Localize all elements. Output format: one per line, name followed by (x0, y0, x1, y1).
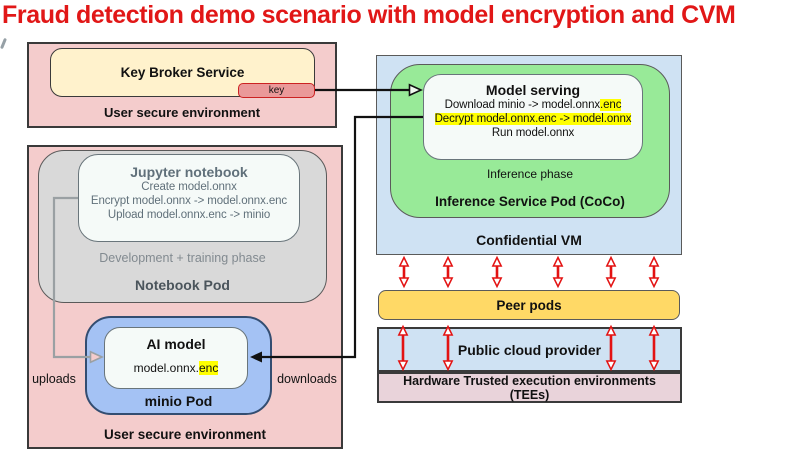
key-badge: key (238, 83, 315, 98)
jupyter-step-2: Encrypt model.onnx -> model.onnx.enc (90, 195, 288, 207)
key-badge-label: key (268, 85, 285, 96)
key-broker-service-label: Key Broker Service (120, 65, 245, 80)
decrypt-highlight: Decrypt model.onnx.enc -> model.onnx (434, 113, 632, 125)
user-secure-env-top-label: User secure environment (103, 104, 261, 120)
tees-label-line1: Hardware Trusted execution environments (403, 373, 656, 388)
dev-training-phase-label: Development + training phase (99, 250, 266, 265)
minio-pod-label: minio Pod (144, 392, 213, 409)
model-serving-box: Model serving Download minio -> model.on… (423, 74, 643, 160)
serving-step-1: Download minio -> model.onnx.enc (444, 99, 622, 111)
ai-model-file: model.onnx.enc (133, 361, 219, 375)
jupyter-step-3: Upload model.onnx.enc -> minio (107, 209, 271, 221)
ai-model-box: AI model model.onnx.enc (104, 327, 248, 389)
page-title: Fraud detection demo scenario with model… (2, 1, 736, 29)
ai-model-title: AI model (146, 336, 206, 352)
notebook-pod-label: Notebook Pod (135, 276, 230, 293)
uploads-label: uploads (32, 371, 76, 386)
serving-step-2: Decrypt model.onnx.enc -> model.onnx (424, 112, 642, 126)
peer-pods-box: Peer pods (378, 290, 680, 320)
tees-label-line2: (TEEs) (509, 387, 550, 402)
enc-highlight: enc (199, 361, 219, 375)
cursor-artifact (0, 37, 7, 50)
jupyter-notebook-box: Jupyter notebook Create model.onnx Encry… (78, 154, 300, 242)
jupyter-notebook-title: Jupyter notebook (130, 164, 248, 180)
jupyter-step-1: Create model.onnx (141, 181, 237, 193)
public-cloud-provider-box: Public cloud provider (377, 327, 682, 372)
serving-step-3: Run model.onnx (491, 127, 575, 139)
user-secure-env-main-label: User secure environment (103, 426, 267, 442)
inference-phase-label: Inference phase (486, 166, 574, 181)
model-serving-title: Model serving (485, 82, 581, 98)
public-cloud-provider-label: Public cloud provider (457, 341, 602, 358)
inference-service-pod-label: Inference Service Pod (CoCo) (435, 194, 625, 209)
tees-box: Hardware Trusted execution environments … (377, 372, 682, 403)
confidential-vm-label: Confidential VM (476, 232, 582, 248)
enc-highlight: .enc (600, 99, 622, 111)
downloads-label: downloads (277, 371, 337, 386)
key-broker-service-box: Key Broker Service (50, 48, 315, 97)
peer-pods-label: Peer pods (496, 297, 562, 313)
cvm-peer-sync-arrows (398, 256, 660, 288)
